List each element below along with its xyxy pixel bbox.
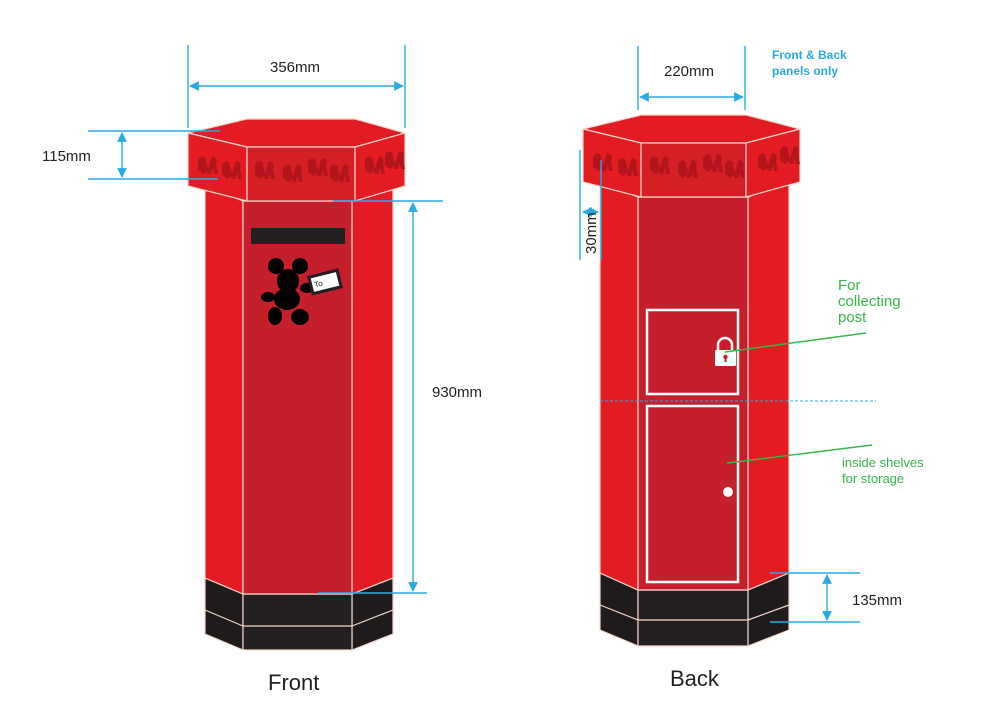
front-width-dimension: 356mm <box>187 45 406 128</box>
back-width-label: 220mm <box>664 63 714 80</box>
front-width-label: 356mm <box>270 59 320 76</box>
band-dimension: 30mm <box>579 150 602 260</box>
band-dimension-label: 30mm <box>583 212 600 254</box>
keyhole-icon <box>723 487 733 497</box>
back-postbox <box>582 114 803 647</box>
mouse-character-icon <box>261 258 314 325</box>
collecting-note-line3: post <box>838 309 867 326</box>
base-height-label: 135mm <box>852 592 902 609</box>
front-base-center <box>242 593 353 651</box>
front-postbox: To <box>187 118 408 651</box>
padlock-icon <box>715 336 736 366</box>
shelves-note-line2: for storage <box>842 471 904 486</box>
storage-door <box>645 404 740 584</box>
panels-note-line2: panels only <box>772 64 838 78</box>
front-body-right-panel <box>351 185 394 595</box>
back-base-center <box>637 589 749 647</box>
collection-door <box>645 308 740 396</box>
front-body-height-label: 930mm <box>432 384 482 401</box>
shelves-note-line1: inside shelves <box>842 455 924 470</box>
front-cap-height-label: 115mm <box>42 148 91 165</box>
panels-note-line1: Front & Back <box>772 48 847 62</box>
collecting-leader <box>724 332 867 353</box>
front-body-left-panel <box>204 185 244 595</box>
back-body-left-panel <box>599 181 639 591</box>
collecting-note-line1: For <box>838 277 861 294</box>
back-body-right-panel <box>747 181 790 591</box>
back-caption: Back <box>670 666 720 691</box>
collecting-note-line2: collecting <box>838 293 901 310</box>
front-body-height-dimension: 930mm <box>318 200 482 594</box>
front-cap-height-dimension: 115mm <box>42 130 220 180</box>
letter-slot <box>251 228 345 244</box>
mail-sticker-label: To <box>313 279 324 290</box>
shelves-leader <box>726 444 873 464</box>
base-height-dimension: 135mm <box>770 572 902 623</box>
front-caption: Front <box>268 670 319 695</box>
back-width-dimension: 220mm <box>637 46 746 110</box>
mail-sticker: To <box>307 268 343 296</box>
